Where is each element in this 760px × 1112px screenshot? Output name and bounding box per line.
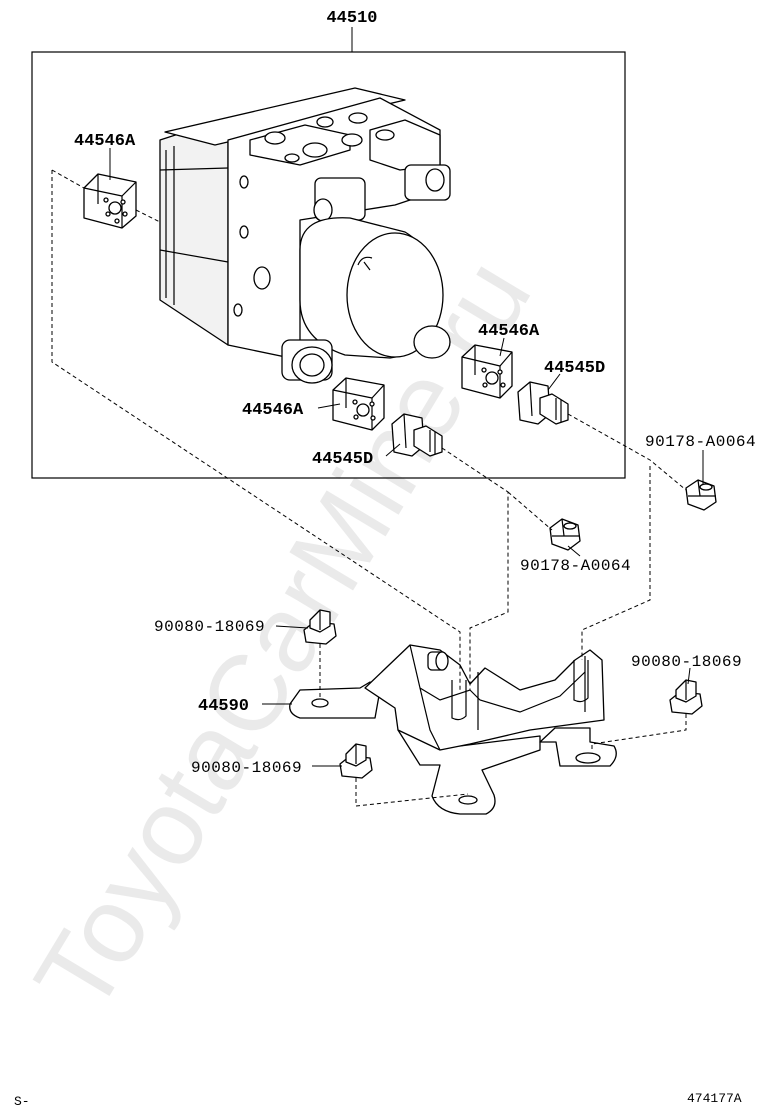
label-44546a-mid-right: 44546A — [478, 322, 540, 341]
label-90178-a0064-right: 90178-A0064 — [645, 433, 756, 451]
leader-90178-m — [567, 545, 581, 557]
label-44546a-top-left: 44546A — [74, 132, 136, 151]
dash-line-mid — [441, 447, 509, 690]
leader-44546a-bl — [317, 403, 341, 409]
leader-90080-top — [275, 625, 309, 629]
label-44545d-right: 44545D — [544, 359, 605, 378]
abs-actuator[interactable] — [159, 87, 451, 384]
nut-90178-a0064-mid[interactable] — [549, 518, 581, 551]
bolt-90080-18069-bottom[interactable] — [339, 743, 373, 779]
dash-line-left — [51, 170, 461, 690]
label-corner-right: 474177A — [687, 1091, 742, 1106]
bolt-44545d-right[interactable] — [517, 381, 569, 425]
dash-line-bolt-bottom — [355, 778, 469, 807]
connector-44546a-bottom-left[interactable] — [332, 377, 385, 431]
bolt-90080-18069-top[interactable] — [303, 609, 337, 645]
connector-44546a-top-left[interactable] — [83, 173, 137, 229]
label-44510: 44510 — [326, 9, 377, 28]
leader-44545d-r — [547, 373, 561, 391]
dash-line-bolt-right — [591, 714, 687, 752]
dash-line-right — [567, 413, 687, 491]
label-90080-18069-right: 90080-18069 — [631, 653, 742, 671]
assembly-frame — [31, 51, 626, 479]
label-44590: 44590 — [198, 697, 249, 716]
label-90178-a0064-mid: 90178-A0064 — [520, 557, 631, 575]
nut-90178-a0064-right[interactable] — [685, 479, 717, 511]
leader-90080-right — [687, 667, 691, 685]
dash-line-top — [51, 169, 85, 189]
bracket-44590[interactable] — [289, 644, 617, 815]
dash-line-right-down — [581, 466, 651, 660]
bolt-90080-18069-right[interactable] — [669, 679, 703, 715]
connector-44546a-mid-right[interactable] — [461, 344, 513, 399]
label-44546a-bottom-left: 44546A — [242, 401, 304, 420]
leader-44545d-l — [385, 443, 401, 457]
leader-44546a-mr — [499, 337, 505, 357]
label-44545d-left: 44545D — [312, 450, 373, 469]
bolt-44545d-left[interactable] — [391, 413, 443, 457]
dash-line-nut-mid — [507, 491, 553, 531]
label-90080-18069-top: 90080-18069 — [154, 618, 265, 636]
dash-line-connector — [135, 209, 161, 223]
label-corner-left: S- — [14, 1094, 30, 1109]
label-90080-18069-bottom: 90080-18069 — [191, 759, 302, 777]
